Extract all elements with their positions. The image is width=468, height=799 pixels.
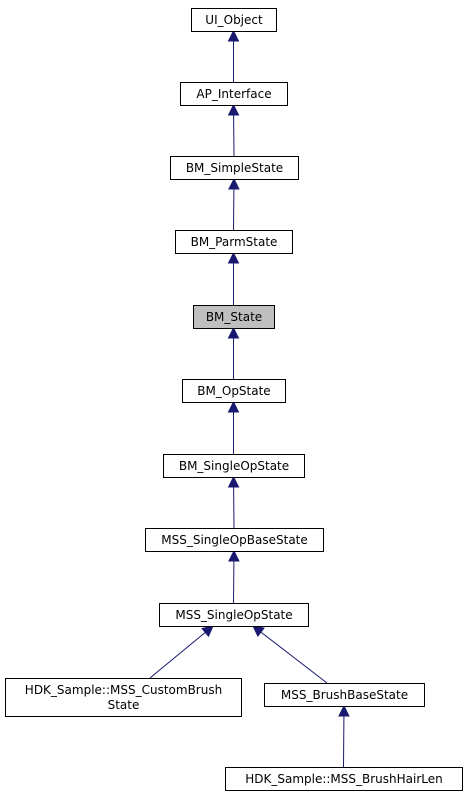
- class-label: AP_Interface: [196, 87, 271, 101]
- arrowhead: [227, 475, 240, 488]
- class-box[interactable]: [5, 678, 242, 717]
- class-label: BM_OpState: [197, 384, 270, 398]
- class-label: HDK_Sample::MSS_BrushHairLen: [245, 772, 443, 786]
- class-box[interactable]: [159, 603, 309, 627]
- nodes-layer: UI_ObjectAP_InterfaceBM_SimpleStateBM_Pa…: [5, 8, 463, 791]
- arrowhead: [227, 251, 240, 264]
- inheritance-edge-bm_state: [227, 251, 240, 305]
- class-node-bm_singleopstate[interactable]: BM_SingleOpState: [163, 454, 305, 478]
- inheritance-edge-mss_brushbasestate: [252, 625, 328, 684]
- arrowhead: [228, 549, 240, 562]
- arrowhead: [201, 625, 214, 638]
- arrowhead: [227, 29, 240, 42]
- class-box[interactable]: [175, 230, 293, 254]
- class-node-hdk_brushhairlen[interactable]: HDK_Sample::MSS_BrushHairLen: [225, 767, 463, 791]
- arrowhead: [227, 326, 240, 339]
- class-node-ap_interface[interactable]: AP_Interface: [180, 82, 288, 106]
- inheritance-edge-hdk_custombrushstate: [149, 625, 214, 679]
- class-box[interactable]: [145, 528, 324, 552]
- class-box[interactable]: [193, 305, 275, 329]
- arrowhead: [252, 625, 265, 638]
- class-box[interactable]: [264, 683, 425, 707]
- class-label: HDK_Sample::MSS_CustomBrush: [25, 683, 222, 697]
- arrowhead: [227, 400, 240, 413]
- class-box[interactable]: [225, 767, 463, 791]
- inheritance-edge-mss_singleopbasestate: [227, 475, 240, 529]
- class-label: BM_ParmState: [191, 235, 278, 249]
- inheritance-edge-mss_singleopstate: [228, 549, 240, 604]
- class-node-bm_simplestate[interactable]: BM_SimpleState: [170, 156, 299, 180]
- edge-line: [149, 631, 206, 679]
- class-label: MSS_SingleOpState: [175, 608, 292, 622]
- arrowhead: [228, 177, 240, 190]
- class-box[interactable]: [170, 156, 299, 180]
- class-box[interactable]: [180, 82, 288, 106]
- class-label: MSS_BrushBaseState: [281, 688, 408, 702]
- inheritance-edge-hdk_brushhairlen: [338, 704, 350, 768]
- arrowhead: [338, 704, 350, 717]
- class-node-mss_singleopbasestate[interactable]: MSS_SingleOpBaseState: [145, 528, 324, 552]
- class-box[interactable]: [163, 454, 305, 478]
- class-label: BM_State: [206, 310, 262, 324]
- inheritance-edge-bm_singleopstate: [227, 400, 240, 454]
- class-node-bm_parmstate[interactable]: BM_ParmState: [175, 230, 293, 254]
- class-node-bm_opstate[interactable]: BM_OpState: [182, 379, 286, 403]
- class-label: State: [108, 698, 140, 712]
- class-node-mss_singleopstate[interactable]: MSS_SingleOpState: [159, 603, 309, 627]
- class-box[interactable]: [191, 8, 277, 32]
- arrowhead: [227, 103, 240, 116]
- class-node-ui_object[interactable]: UI_Object: [191, 8, 277, 32]
- inheritance-edge-bm_opstate: [227, 326, 240, 379]
- class-box[interactable]: [182, 379, 286, 403]
- inheritance-edge-bm_simplestate: [227, 103, 240, 157]
- class-label: BM_SimpleState: [186, 161, 283, 175]
- class-label: UI_Object: [205, 13, 263, 27]
- class-label: BM_SingleOpState: [179, 459, 289, 473]
- class-node-bm_state[interactable]: BM_State: [193, 305, 275, 329]
- class-node-mss_brushbasestate[interactable]: MSS_BrushBaseState: [264, 683, 425, 707]
- inheritance-edge-ap_interface: [227, 29, 240, 82]
- inheritance-edge-bm_parmstate: [228, 177, 240, 231]
- edges-layer: [149, 29, 350, 768]
- class-label: MSS_SingleOpBaseState: [161, 533, 308, 547]
- edge-line: [260, 631, 328, 684]
